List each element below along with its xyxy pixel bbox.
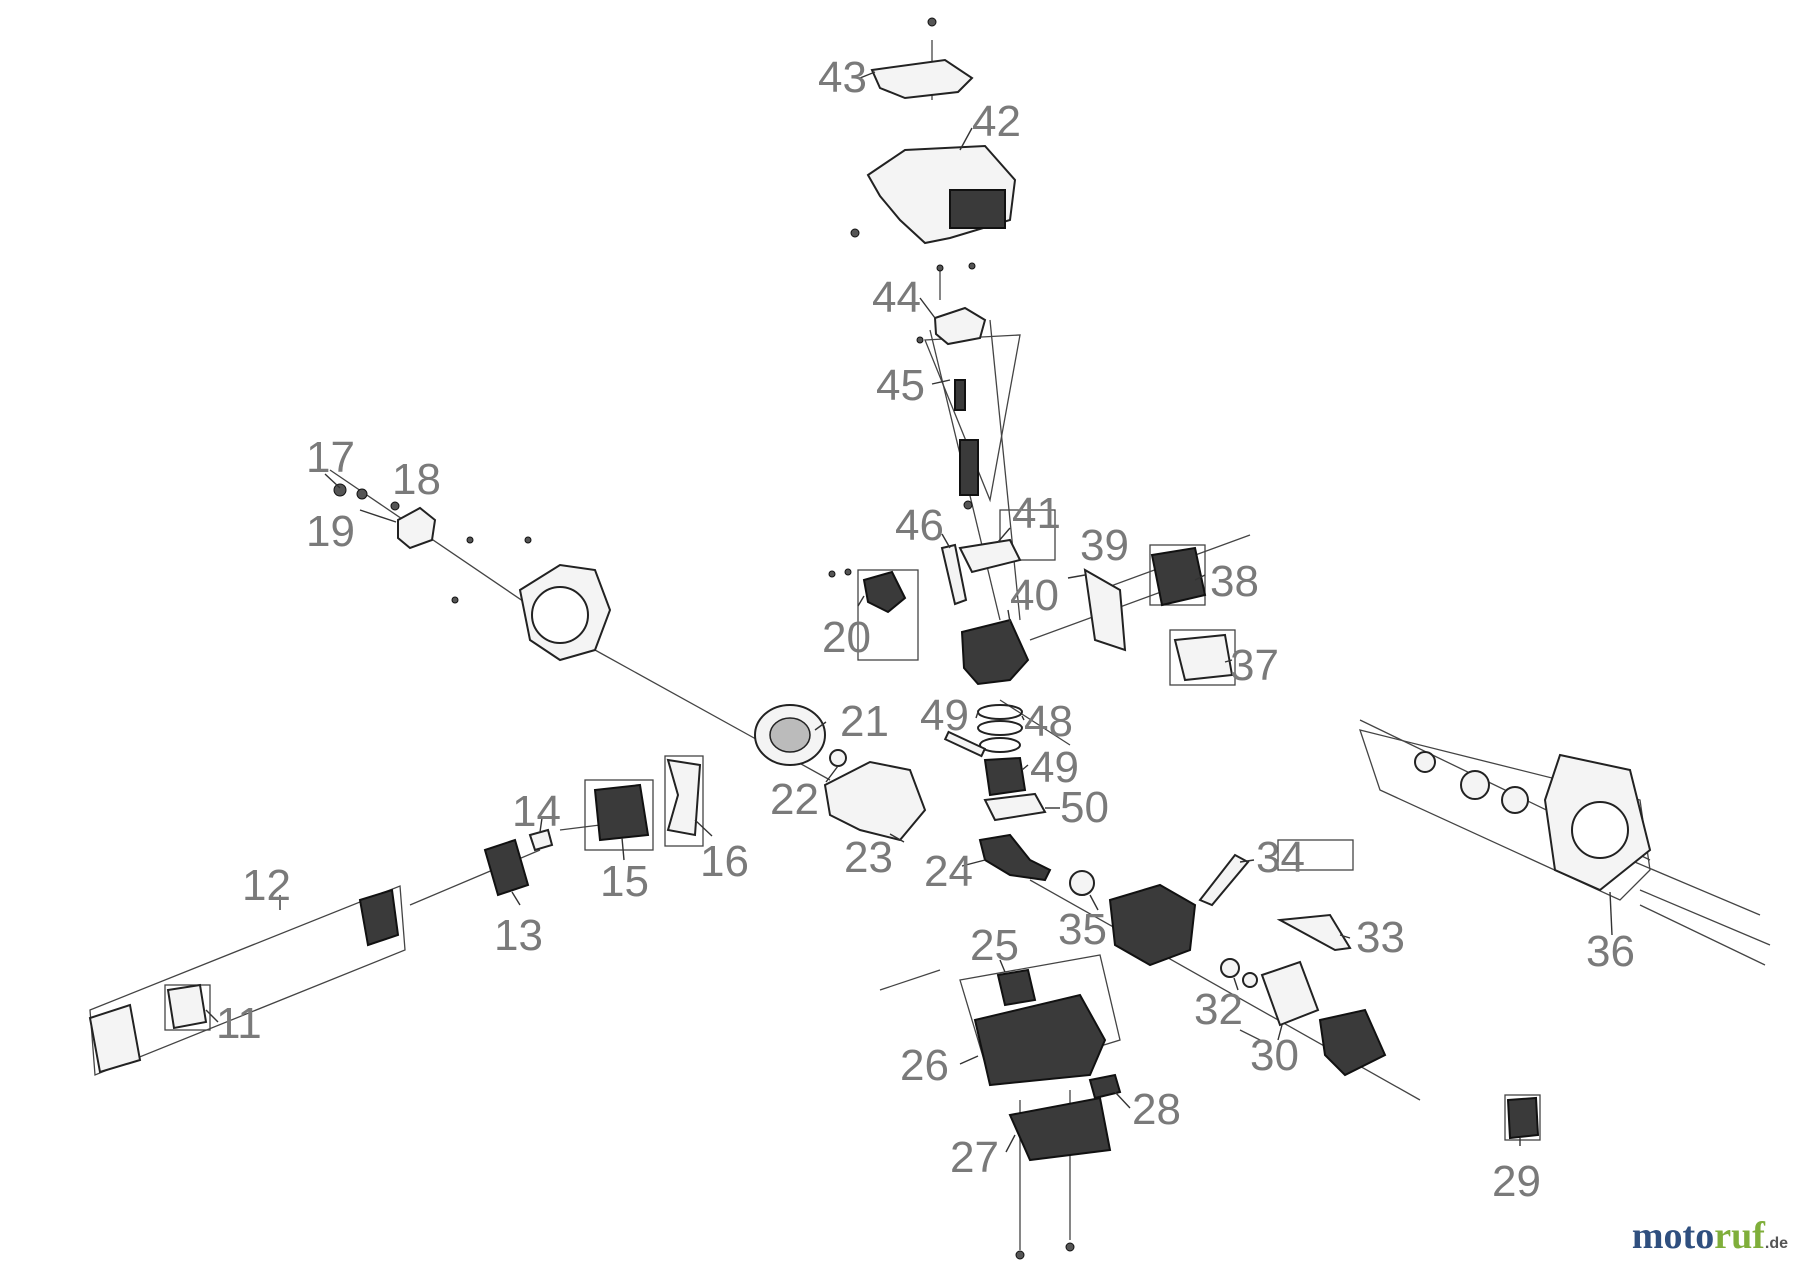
label-15: 15 — [600, 857, 649, 906]
part-39-shape — [1083, 568, 1127, 652]
label-35: 35 — [1058, 905, 1107, 954]
label-40: 40 — [1010, 571, 1059, 620]
label-18: 18 — [392, 455, 441, 504]
part-32-shape — [1220, 958, 1240, 978]
part-46-shape — [940, 543, 968, 606]
label-30: 30 — [1250, 1031, 1299, 1080]
part-33-shape — [1276, 913, 1352, 952]
part-30-shape — [1260, 960, 1320, 1027]
part-27-shape — [1008, 1096, 1112, 1162]
part-50-shape — [983, 792, 1047, 822]
part-43-shape — [870, 58, 974, 100]
label-32: 32 — [1194, 985, 1243, 1034]
label-41: 41 — [1012, 489, 1061, 538]
part-13-shape — [483, 838, 530, 897]
label-45: 45 — [876, 361, 925, 410]
label-39: 39 — [1080, 521, 1129, 570]
part-34-shape — [1198, 853, 1250, 907]
label-49b: 49 — [1030, 743, 1079, 792]
label-37: 37 — [1230, 641, 1279, 690]
label-20: 20 — [822, 613, 871, 662]
crankcase-right-shape — [1108, 883, 1197, 967]
label-48: 48 — [1024, 697, 1073, 746]
label-13: 13 — [494, 911, 543, 960]
label-28: 28 — [1132, 1085, 1181, 1134]
part-20-shape — [862, 570, 907, 614]
label-29: 29 — [1492, 1157, 1541, 1206]
label-21: 21 — [840, 697, 889, 746]
part-28-shape — [1088, 1073, 1122, 1100]
label-16: 16 — [700, 837, 749, 886]
part-40-shape — [960, 618, 1030, 686]
part-12-shape — [358, 888, 400, 947]
label-50: 50 — [1060, 783, 1109, 832]
label-25: 25 — [970, 921, 1019, 970]
part-44-shape — [933, 306, 987, 346]
part-26-shape — [973, 993, 1107, 1087]
part-25-shape — [996, 968, 1037, 1007]
label-38: 38 — [1210, 557, 1259, 606]
label-19: 19 — [306, 507, 355, 556]
part-37-shape — [1173, 633, 1234, 682]
label-27: 27 — [950, 1133, 999, 1182]
part-18-shape — [397, 506, 437, 550]
part-49-piston-shape — [983, 756, 1027, 797]
label-34: 34 — [1256, 833, 1305, 882]
part-41-shape — [958, 538, 1022, 574]
part-24-shape — [978, 833, 1052, 882]
label-14: 14 — [512, 787, 561, 836]
watermark-part1: moto — [1631, 1215, 1715, 1257]
label-43: 43 — [818, 53, 867, 102]
label-49a: 49 — [920, 691, 969, 740]
parts — [88, 17, 1652, 1260]
part-15-shape — [593, 783, 650, 842]
label-42: 42 — [972, 97, 1021, 146]
part-38-shape — [1150, 546, 1207, 607]
watermark-logo: motoruf.de — [1632, 1214, 1788, 1258]
part-29-shape — [1506, 1096, 1540, 1140]
air-cover-shape — [88, 1003, 142, 1074]
part-22-shape — [829, 749, 847, 767]
label-22: 22 — [770, 775, 819, 824]
part-16-shape — [666, 758, 702, 837]
watermark-part2: ruf — [1714, 1215, 1765, 1257]
clutch-housing-shape — [1318, 1008, 1387, 1077]
label-11: 11 — [216, 999, 262, 1048]
label-33: 33 — [1356, 913, 1405, 962]
label-17: 17 — [306, 433, 355, 482]
part-35-shape — [1069, 870, 1095, 896]
label-24: 24 — [924, 847, 973, 896]
label-46: 46 — [895, 501, 944, 550]
label-44: 44 — [872, 273, 921, 322]
label-12: 12 — [242, 861, 291, 910]
part-11-shape — [166, 983, 208, 1030]
label-26: 26 — [900, 1041, 949, 1090]
part-23-shape — [823, 760, 927, 842]
watermark-suffix: .de — [1764, 1235, 1788, 1252]
part-labels: 43 42 44 45 17 18 19 46 41 39 38 40 20 3… — [216, 53, 1635, 1206]
part-14-shape — [528, 828, 554, 852]
label-36: 36 — [1586, 927, 1635, 976]
label-23: 23 — [844, 833, 893, 882]
leader-lines — [205, 71, 1613, 1153]
